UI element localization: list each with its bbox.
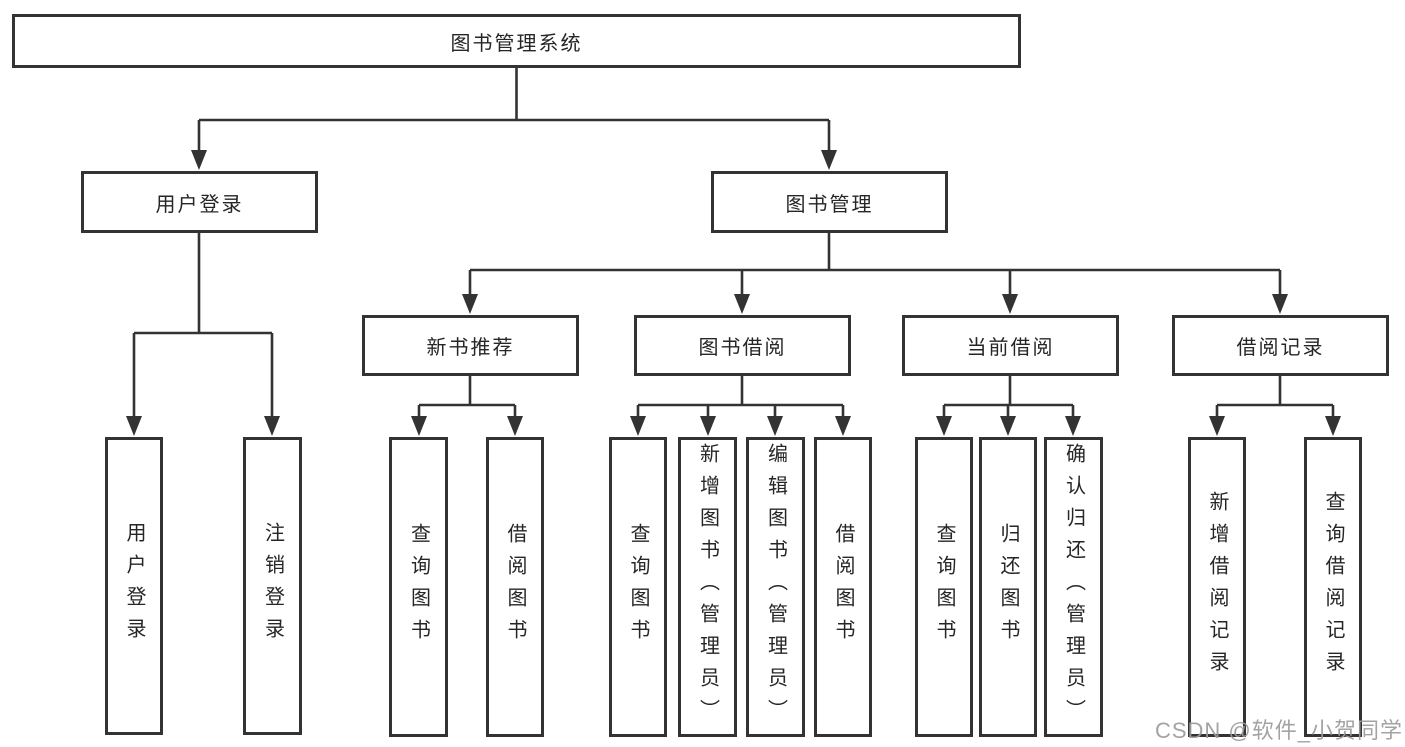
node-confirm-return-admin: 确认归还（管理员） (1044, 437, 1103, 737)
node-query-books-borrowing: 查询图书 (609, 437, 667, 737)
node-borrow-books-borrowing: 借阅图书 (814, 437, 872, 737)
book-borrowing-children-connector (630, 376, 851, 436)
node-edit-book-admin: 编辑图书（管理员） (746, 437, 805, 737)
node-query-books-current: 查询图书 (915, 437, 973, 737)
node-book-borrowing: 图书借阅 (634, 315, 851, 376)
node-add-book-admin: 新增图书（管理员） (678, 437, 737, 737)
node-book-management: 图书管理 (711, 171, 948, 233)
node-return-books: 归还图书 (979, 437, 1037, 737)
user-login-branch-connector (126, 233, 280, 436)
node-query-borrow-record: 查询借阅记录 (1304, 437, 1362, 737)
node-current-borrowing: 当前借阅 (902, 315, 1119, 376)
root-to-level2-connector (191, 68, 837, 170)
node-borrowing-records: 借阅记录 (1172, 315, 1389, 376)
book-management-branch-connector (462, 233, 1288, 314)
node-logout-action: 注销登录 (243, 437, 302, 735)
csdn-watermark: CSDN @软件_小贺同学 (1154, 718, 1403, 743)
current-borrowing-children-connector (936, 376, 1081, 436)
node-new-book-recommendation: 新书推荐 (362, 315, 579, 376)
borrowing-records-children-connector (1209, 376, 1341, 436)
node-user-login: 用户登录 (81, 171, 318, 233)
node-user-login-action: 用户登录 (105, 437, 163, 735)
node-query-books-recommend: 查询图书 (389, 437, 448, 737)
node-add-borrow-record: 新增借阅记录 (1188, 437, 1246, 737)
node-borrow-books-recommend: 借阅图书 (486, 437, 544, 737)
new-book-recommendation-children-connector (411, 376, 523, 436)
node-library-management-system: 图书管理系统 (12, 14, 1021, 68)
